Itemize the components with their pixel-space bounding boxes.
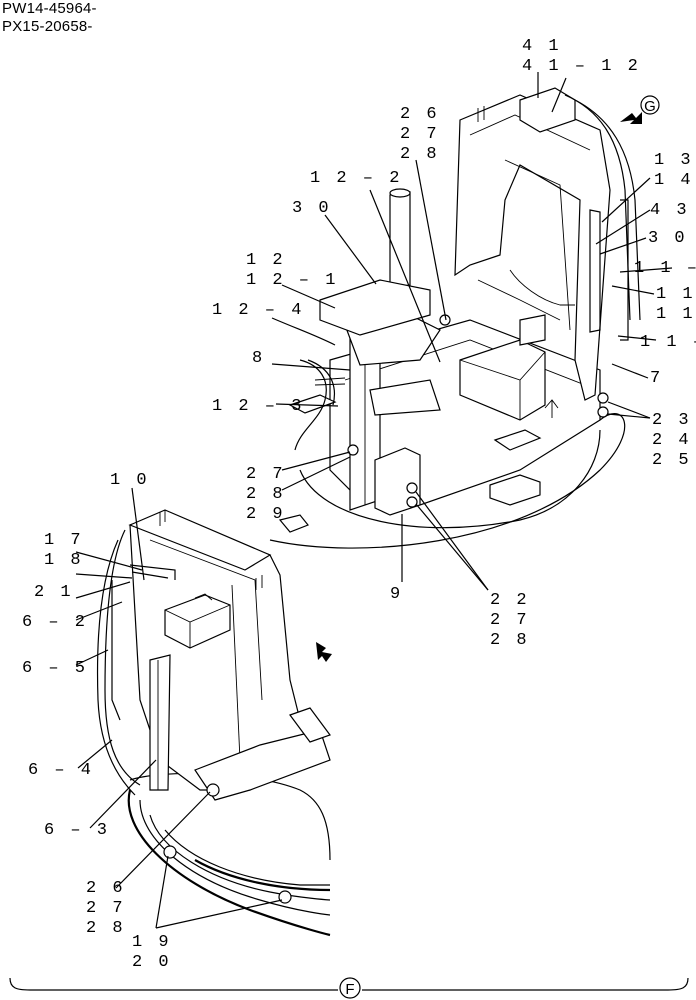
callout-19: 1 9 [132,933,172,952]
callout-28-mid: 2 8 [246,485,286,504]
callout-28-bottom: 2 8 [86,919,126,938]
view-arrow-f-direction [316,642,332,662]
callout-28: 2 8 [400,145,440,164]
callout-12: 1 2 [246,251,286,270]
callout-11: 1 1 [656,285,696,304]
callout-6-3: 6 – 3 [44,821,110,840]
callout-6-5: 6 – 5 [22,659,88,678]
section-bracket-f: F [9,977,689,999]
callout-11-1: 1 1 – 1 [656,305,696,324]
upper-frame-drawing [269,87,641,549]
callout-20: 2 0 [132,953,172,972]
callout-10: 1 0 [110,471,150,490]
callout-labels: 4 1 4 1 – 1 2 2 6 2 7 2 8 1 2 – 2 3 0 1 … [22,37,696,972]
callout-43: 4 3 [650,201,690,220]
view-arrow-g: G [620,95,660,124]
callout-12-3: 1 2 – 3 [212,397,304,416]
callout-30: 3 0 [292,199,332,218]
header-serial-1: PW14-45964- [2,0,97,17]
callout-12-2: 1 2 – 2 [310,169,402,188]
callout-27-low: 2 7 [490,611,530,630]
callout-22: 2 2 [490,591,530,610]
callout-21: 2 1 [34,583,74,602]
callout-29: 2 9 [246,505,286,524]
callout-28-low: 2 8 [490,631,530,650]
callout-8: 8 [252,349,265,368]
leader-lines [75,72,673,929]
callout-24: 2 4 [652,431,692,450]
callout-7: 7 [650,369,663,388]
callout-18: 1 8 [44,551,84,570]
callout-26-low: 2 6 [86,879,126,898]
callout-27-mid: 2 7 [246,465,286,484]
callout-27: 2 7 [400,125,440,144]
callout-41-1-2: 4 1 – 1 2 [522,57,641,76]
view-marker-f: F [345,981,354,998]
callout-9: 9 [390,585,403,604]
callout-30-right: 3 0 [648,229,688,248]
lower-frame-drawing [96,509,331,937]
callout-13: 1 3 [654,151,694,170]
callout-41: 4 1 [522,37,562,56]
header-serial-2: PX15-20658- [2,18,93,35]
callout-12-1: 1 2 – 1 [246,271,338,290]
callout-14: 1 4 [654,171,694,190]
callout-27-bottom: 2 7 [86,899,126,918]
callout-6-4: 6 – 4 [28,761,94,780]
callout-11-3: 1 1 – 3 [640,333,696,352]
callout-17: 1 7 [44,531,84,550]
callout-26: 2 6 [400,105,440,124]
callout-12-4: 1 2 – 4 [212,301,304,320]
callout-6-2: 6 – 2 [22,613,88,632]
callout-23: 2 3 [652,411,692,430]
view-marker-g: G [644,98,656,115]
callout-25: 2 5 [652,451,692,470]
callout-11-2: 1 1 – 2 [634,259,696,278]
